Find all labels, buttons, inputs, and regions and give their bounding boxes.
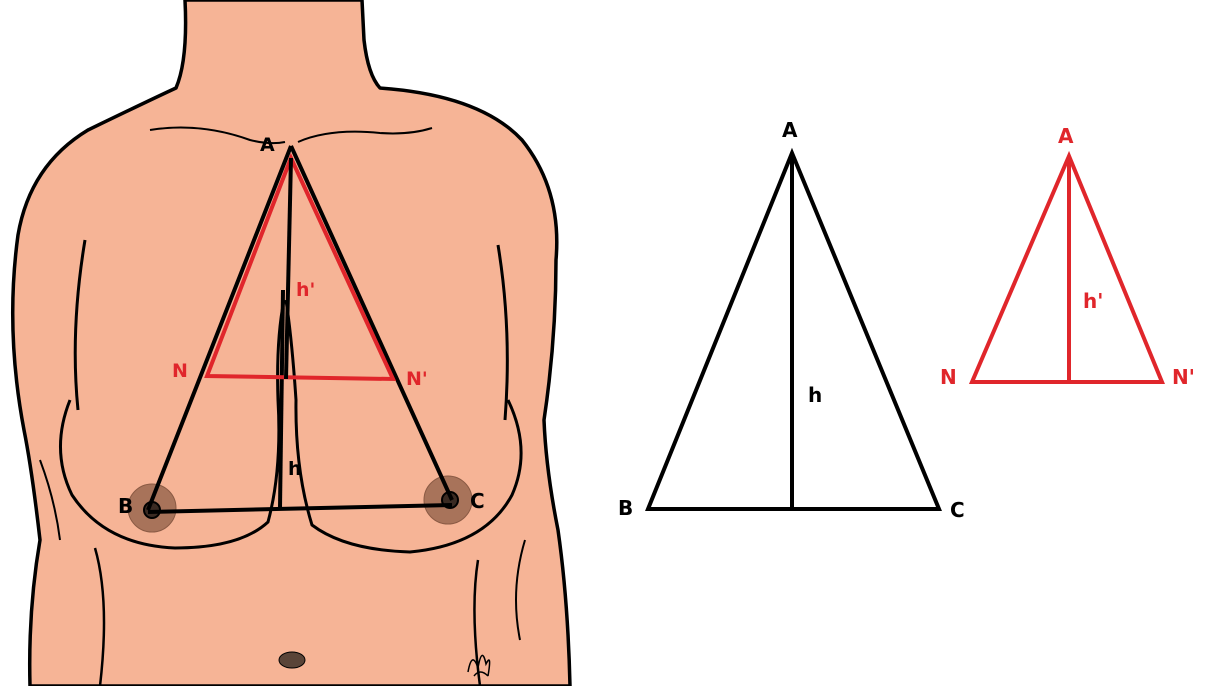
signature-mark: [467, 654, 491, 677]
red-label-h-prime: h': [1083, 289, 1103, 313]
height-h-line: [278, 289, 285, 509]
torso-label-C: C: [470, 489, 485, 513]
navel: [278, 651, 306, 669]
left-side-crease: [39, 459, 61, 541]
black-triangle-diagram: A B C h: [618, 118, 965, 522]
torso-black-triangle: [146, 145, 454, 514]
black-label-A: A: [782, 118, 798, 142]
line-A-B: [146, 145, 293, 511]
collarbone-right: [297, 127, 433, 143]
torso-label-B: B: [118, 494, 133, 518]
left-arm-crease: [73, 239, 87, 411]
red-triangle-diagram: A N N' h': [940, 124, 1195, 389]
right-arm-crease: [496, 244, 509, 421]
left-breast-outline: [58, 299, 286, 550]
right-breast-outline: [284, 299, 523, 554]
red-label-N: N: [940, 365, 957, 389]
torso-label-N: N: [172, 360, 188, 382]
red-label-N-prime: N': [1172, 365, 1195, 389]
black-label-h: h: [808, 383, 822, 407]
line-B-C: [147, 503, 453, 514]
torso-label-N-prime: N': [406, 368, 428, 390]
torso-label-h-prime: h': [296, 279, 315, 301]
black-label-B: B: [618, 496, 633, 520]
torso-red-triangle: [204, 152, 397, 382]
torso-illustration: [10, 0, 572, 688]
left-abdomen-fold: [93, 547, 106, 687]
torso-label-A: A: [260, 134, 275, 156]
right-abdomen-fold: [473, 559, 482, 687]
line-A-C: [289, 145, 454, 501]
red-label-A: A: [1058, 124, 1074, 148]
red-triangle-A-N-N': [204, 152, 397, 382]
torso-label-h: h: [288, 458, 302, 480]
black-label-C: C: [950, 498, 965, 522]
right-abdomen-fold-2: [515, 539, 526, 641]
collarbone-left: [149, 126, 286, 145]
height-h-prime-line: [284, 157, 293, 380]
